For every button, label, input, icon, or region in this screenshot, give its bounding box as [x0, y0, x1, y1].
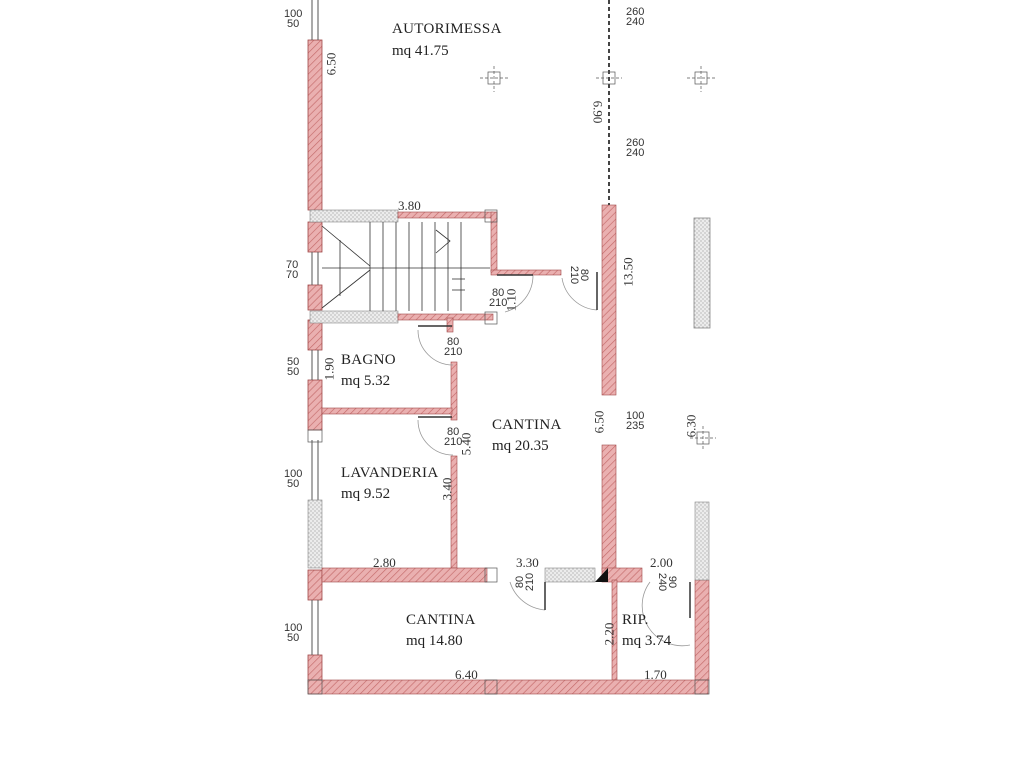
dim-lower-left-span: 2.80 — [373, 555, 396, 570]
door-leaves — [418, 272, 691, 618]
dim-bagno-side: 1.90 — [321, 357, 337, 381]
room-area-rip: mq 3.74 — [622, 633, 672, 649]
room-area-lavanderia: mq 9.52 — [341, 486, 391, 502]
dim-stair-width: 3.80 — [398, 198, 421, 213]
left-window-lines — [311, 0, 319, 655]
dim-cantina-right: 6.50 — [591, 410, 607, 434]
room-area-cantina: mq 20.35 — [492, 438, 549, 454]
dim-garage-left-wall: 6.50 — [323, 52, 339, 76]
dim-lower-mid-span: 3.30 — [516, 555, 539, 570]
column-markers — [307, 66, 716, 695]
stair-walls — [309, 209, 562, 324]
room-area-bagno: mq 5.32 — [341, 373, 391, 389]
right-partition-block — [694, 501, 710, 581]
left-partition-block — [307, 499, 323, 569]
column-marker — [595, 568, 608, 582]
interior-partitions — [307, 204, 710, 695]
dim-bottom-right: 1.70 — [644, 667, 667, 682]
door-swings — [417, 274, 691, 647]
room-name-lavanderia: LAVANDERIA — [341, 465, 439, 481]
room-name-autorimessa: AUTORIMESSA — [392, 21, 502, 37]
dim-right-wall: 13.50 — [620, 257, 636, 287]
dim-rip-side: 2.20 — [601, 622, 617, 646]
left-exterior-wall — [307, 39, 323, 686]
room-name-cantina-lower: CANTINA — [406, 612, 476, 628]
dim-rip-top: 2.00 — [650, 555, 673, 570]
room-name-bagno: BAGNO — [341, 352, 396, 368]
room-area-cantina-lower: mq 14.80 — [406, 633, 463, 649]
room-area-autorimessa: mq 41.75 — [392, 43, 449, 59]
staircase — [321, 222, 490, 311]
room-name-rip: RIP. — [622, 612, 649, 628]
room-name-cantina: CANTINA — [492, 417, 562, 433]
cantina-partition — [544, 567, 596, 583]
dim-far-right: 6.30 — [683, 414, 699, 438]
dim-garage-right: 6.90 — [590, 100, 606, 124]
dim-lavanderia-side: 3.40 — [439, 477, 455, 501]
pillar — [693, 217, 711, 329]
dim-bottom-span: 6.40 — [455, 667, 478, 682]
